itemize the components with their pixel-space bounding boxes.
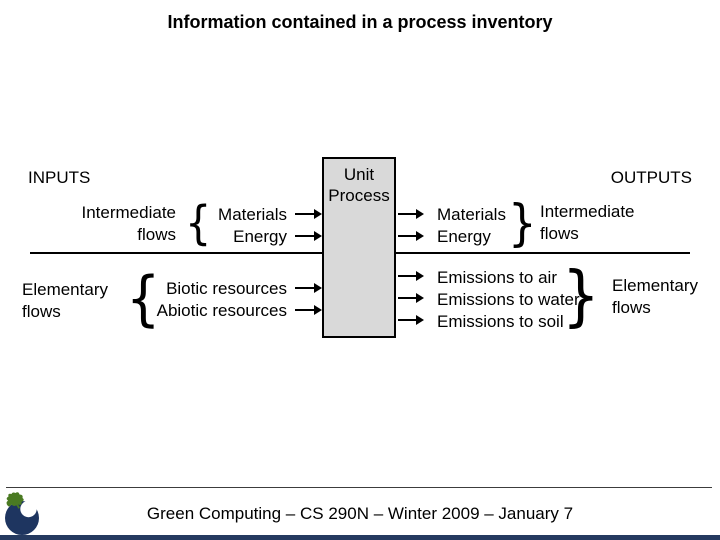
outputs-elementary-items: Emissions to air Emissions to water Emis… [437,267,597,333]
unit-process-box: Unit Process [322,157,396,338]
input-item-energy: Energy [233,227,287,246]
input-item-materials: Materials [218,205,287,224]
bottom-accent-bar [0,535,720,540]
input-item-biotic: Biotic resources [166,279,287,298]
inputs-section-label: INPUTS [28,168,91,187]
inputs-elementary-label: Elementary flows [22,280,108,321]
separator-line-left [30,252,322,254]
outputs-elementary-label: Elementary flows [612,276,698,317]
arrow-materials-out-icon [398,209,424,219]
school-logo [5,492,39,535]
input-item-abiotic: Abiotic resources [156,301,287,320]
output-item-emissions-soil: Emissions to soil [437,312,564,331]
output-item-emissions-water: Emissions to water [437,290,580,309]
arrow-emissions-soil-icon [398,315,424,325]
output-item-energy: Energy [437,227,491,246]
leaf-stem-icon [15,503,20,509]
arrow-biotic-in-icon [295,283,322,293]
right-brace-icon: } [508,194,537,252]
arrow-energy-in-icon [295,231,322,241]
outputs-intermediate-items: Materials Energy [437,204,527,248]
arrow-materials-in-icon [295,209,322,219]
arrow-emissions-water-icon [398,293,424,303]
inputs-intermediate-items: Materials Energy [205,204,287,248]
arrow-abiotic-in-icon [295,305,322,315]
outputs-section-label: OUTPUTS [610,168,692,187]
leaf-icon [6,492,24,507]
arrow-energy-out-icon [398,231,424,241]
inputs-intermediate-label: Intermediate flows [81,203,177,244]
output-item-emissions-air: Emissions to air [437,268,557,287]
footer-divider [6,487,712,488]
separator-line-right [394,252,690,254]
left-brace-icon: { [185,196,212,250]
arrow-emissions-air-icon [398,271,424,281]
outputs-intermediate-label: Intermediate flows [540,202,635,243]
output-item-materials: Materials [437,205,506,224]
unit-process-label: Unit Process [328,165,390,205]
slide-title: Information contained in a process inven… [167,12,553,32]
footer-text: Green Computing – CS 290N – Winter 2009 … [146,504,574,523]
inputs-elementary-items: Biotic resources Abiotic resources [145,278,287,322]
left-brace-icon: { [126,264,161,334]
right-brace-icon: } [562,257,600,334]
